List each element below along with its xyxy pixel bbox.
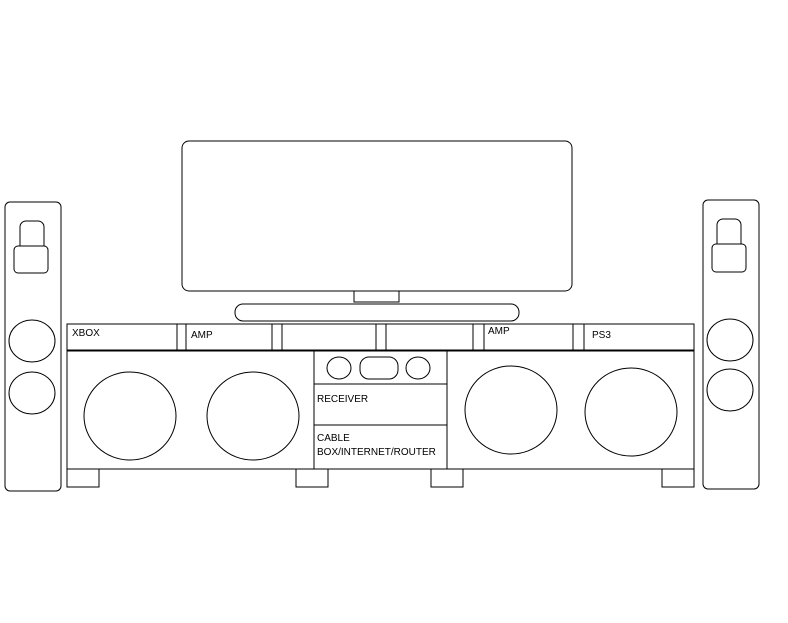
label-amp-left: AMP	[191, 330, 213, 341]
left-tweeter-base	[13, 245, 49, 274]
center-right-knob	[405, 356, 431, 380]
left-woofer-upper	[8, 319, 56, 363]
right-woofer-upper	[706, 318, 754, 362]
tv-screen	[181, 140, 573, 292]
center-left-knob	[326, 356, 352, 380]
label-ps3: PS3	[592, 330, 611, 341]
console-foot-2	[295, 468, 329, 488]
console-foot-1	[66, 468, 100, 488]
left-woofer-lower	[8, 371, 56, 415]
console-body	[66, 350, 695, 470]
right-woofer-lower	[706, 368, 754, 412]
right-tower-speaker	[702, 199, 760, 490]
console-speaker-1	[83, 371, 177, 461]
label-cable: CABLE	[317, 433, 350, 444]
console-speaker-2	[206, 371, 300, 461]
label-amp-right: AMP	[488, 326, 510, 337]
center-display	[359, 356, 399, 380]
console-foot-3	[430, 468, 464, 488]
label-receiver: RECEIVER	[317, 394, 369, 405]
right-tweeter-base	[711, 243, 747, 273]
top-shelf-frame	[66, 323, 695, 351]
console-top-shelf	[66, 323, 695, 351]
label-xbox: XBOX	[72, 328, 100, 339]
soundbar	[234, 303, 520, 322]
left-tower-speaker	[4, 201, 62, 492]
tv-stand	[353, 290, 400, 303]
console-speaker-3	[464, 365, 558, 455]
console-foot-4	[661, 468, 695, 488]
console-speaker-4	[584, 367, 678, 457]
label-cable-box-internet-router: BOX/INTERNET/ROUTER	[317, 447, 436, 458]
